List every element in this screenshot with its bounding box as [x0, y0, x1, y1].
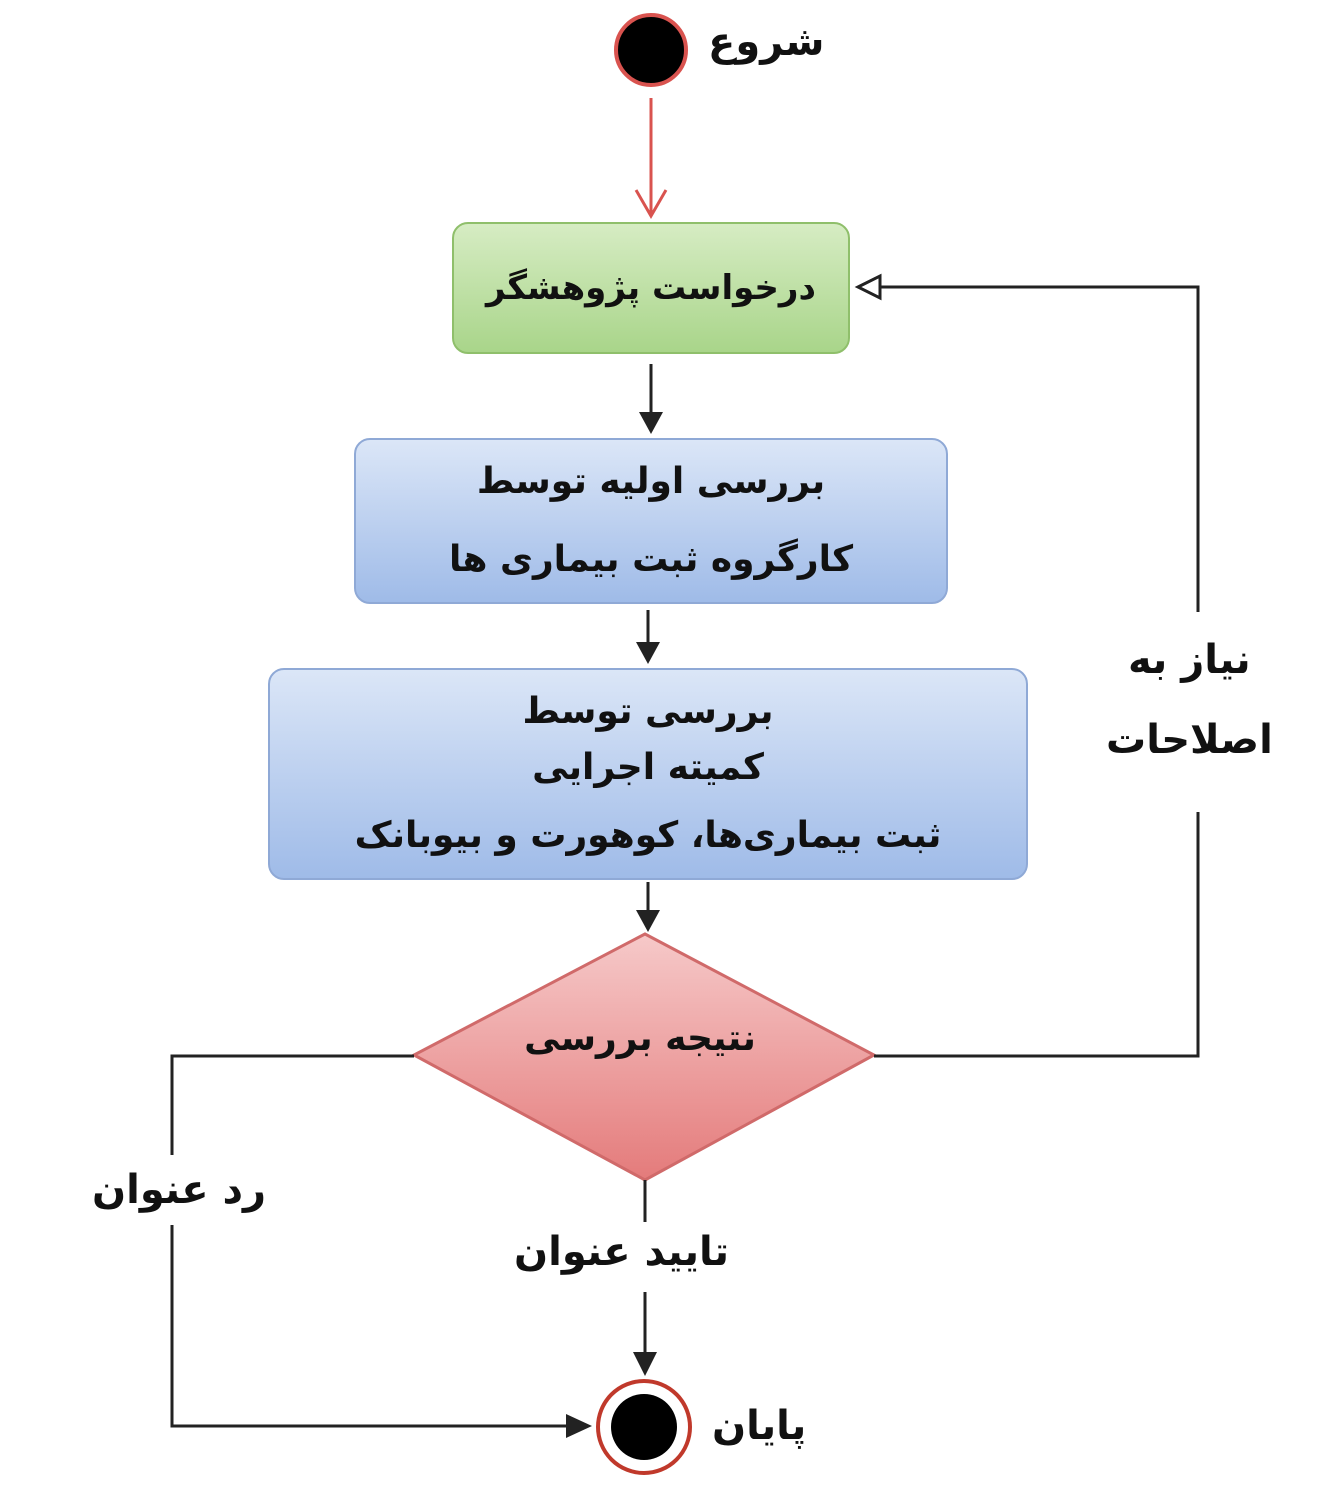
initial-review-line1: بررسی اولیه توسط — [476, 461, 826, 502]
committee-review-box: بررسی توسط کمیته اجرایی ثبت بیماری‌ها، ک… — [268, 668, 1028, 880]
committee-review-line2: کمیته اجرایی — [532, 747, 764, 788]
arrow-initial-to-committee — [636, 610, 660, 664]
arrow-start-to-request — [634, 98, 668, 220]
revision-label-bg — [1105, 612, 1305, 812]
reject-label-bg — [80, 1155, 280, 1225]
approve-label: تایید عنوان — [514, 1229, 729, 1275]
researcher-request-label: درخواست پژوهشگر — [486, 268, 816, 308]
end-node — [596, 1379, 692, 1475]
arrow-committee-to-decision — [636, 882, 660, 932]
end-label: پایان — [712, 1403, 807, 1449]
start-label: شروع — [708, 19, 825, 65]
committee-review-line1: بررسی توسط — [522, 691, 774, 732]
initial-review-line2: کارگروه ثبت بیماری ها — [448, 539, 854, 580]
committee-review-line3: ثبت بیماری‌ها، کوهورت و بیوبانک — [354, 815, 942, 856]
reject-label: رد عنوان — [92, 1167, 267, 1213]
arrow-reject-path — [170, 1054, 592, 1438]
arrow-request-to-initial — [639, 364, 663, 434]
needs-revision-label-line2: اصلاحات — [1106, 717, 1273, 763]
start-node — [614, 13, 688, 87]
decision-label: نتیجه بررسی — [524, 1018, 756, 1059]
researcher-request-box: درخواست پژوهشگر — [452, 222, 850, 354]
needs-revision-label-line1: نیاز به — [1128, 637, 1251, 683]
approve-label-bg — [500, 1222, 770, 1292]
initial-review-box: بررسی اولیه توسط کارگروه ثبت بیماری ها — [354, 438, 948, 604]
